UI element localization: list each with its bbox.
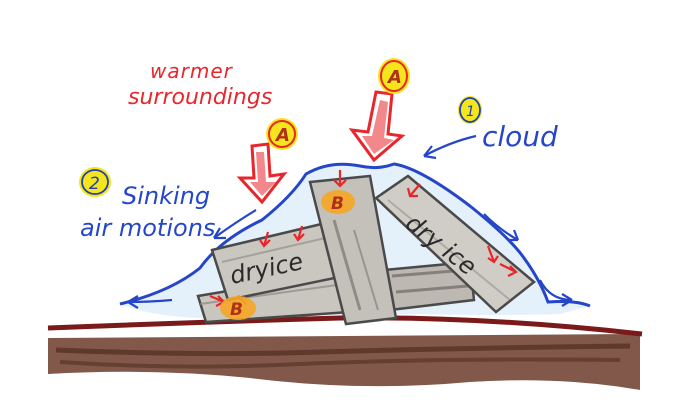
marker-a-left-text: A <box>274 125 290 146</box>
marker-2: 2 <box>79 167 111 197</box>
marker-a-top-text: A <box>386 67 402 88</box>
sinking-label-line2: air motions <box>80 214 215 242</box>
sinking-label-line1: Sinking <box>122 182 210 210</box>
marker-2-text: 2 <box>89 174 100 194</box>
marker-b-bottom-text: B <box>230 300 243 320</box>
warmer-label-line2: surroundings <box>128 85 272 110</box>
ground-line <box>47 315 643 337</box>
cloud-label: cloud <box>482 120 558 153</box>
sinking-pointer-arrow <box>213 209 257 240</box>
marker-a-left: A <box>266 118 298 150</box>
warm-air-arrow-top <box>348 90 406 163</box>
ground <box>47 315 643 390</box>
marker-1-text: 1 <box>466 104 475 120</box>
outflow-arrows <box>127 213 573 309</box>
marker-b-top-text: B <box>331 194 344 214</box>
marker-1: 1 <box>458 96 482 124</box>
dry-ice-block-right <box>374 174 536 314</box>
marker-a-top: A <box>378 58 410 94</box>
cloud-pointer-arrow <box>423 134 477 160</box>
marker-b-bottom: B <box>220 296 256 320</box>
warmer-label-line1: warmer <box>150 59 234 83</box>
warm-air-arrow-left <box>236 142 288 205</box>
marker-b-top: B <box>321 190 355 214</box>
